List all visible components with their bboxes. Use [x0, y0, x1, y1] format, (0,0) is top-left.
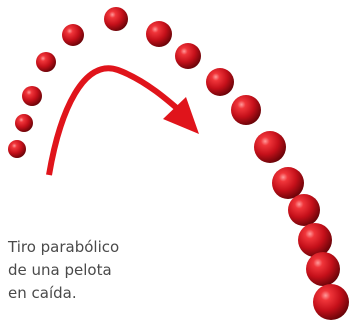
ball-14 — [298, 223, 332, 257]
caption-line-1: Tiro parabólico — [8, 238, 120, 256]
arrow-head — [163, 97, 199, 134]
curved-arrow-icon — [46, 65, 191, 176]
ball-2 — [15, 114, 33, 132]
ball-11 — [254, 131, 286, 163]
ball-15 — [306, 252, 340, 286]
ball-8 — [175, 43, 201, 69]
ball-12 — [272, 167, 304, 199]
caption-line-3: en caída. — [8, 284, 77, 302]
ball-5 — [62, 24, 84, 46]
ball-13 — [288, 194, 320, 226]
ball-7 — [146, 21, 172, 47]
ball-16 — [313, 284, 349, 320]
ball-1 — [8, 140, 26, 158]
ball-6 — [104, 7, 128, 31]
figure-caption: Tiro parabólico de una pelota en caída. — [8, 236, 158, 305]
ball-4 — [36, 52, 56, 72]
ball-9 — [206, 68, 234, 96]
ball-3 — [22, 86, 42, 106]
ball-10 — [231, 95, 261, 125]
ball-trajectory — [8, 7, 349, 320]
caption-line-2: de una pelota — [8, 261, 112, 279]
